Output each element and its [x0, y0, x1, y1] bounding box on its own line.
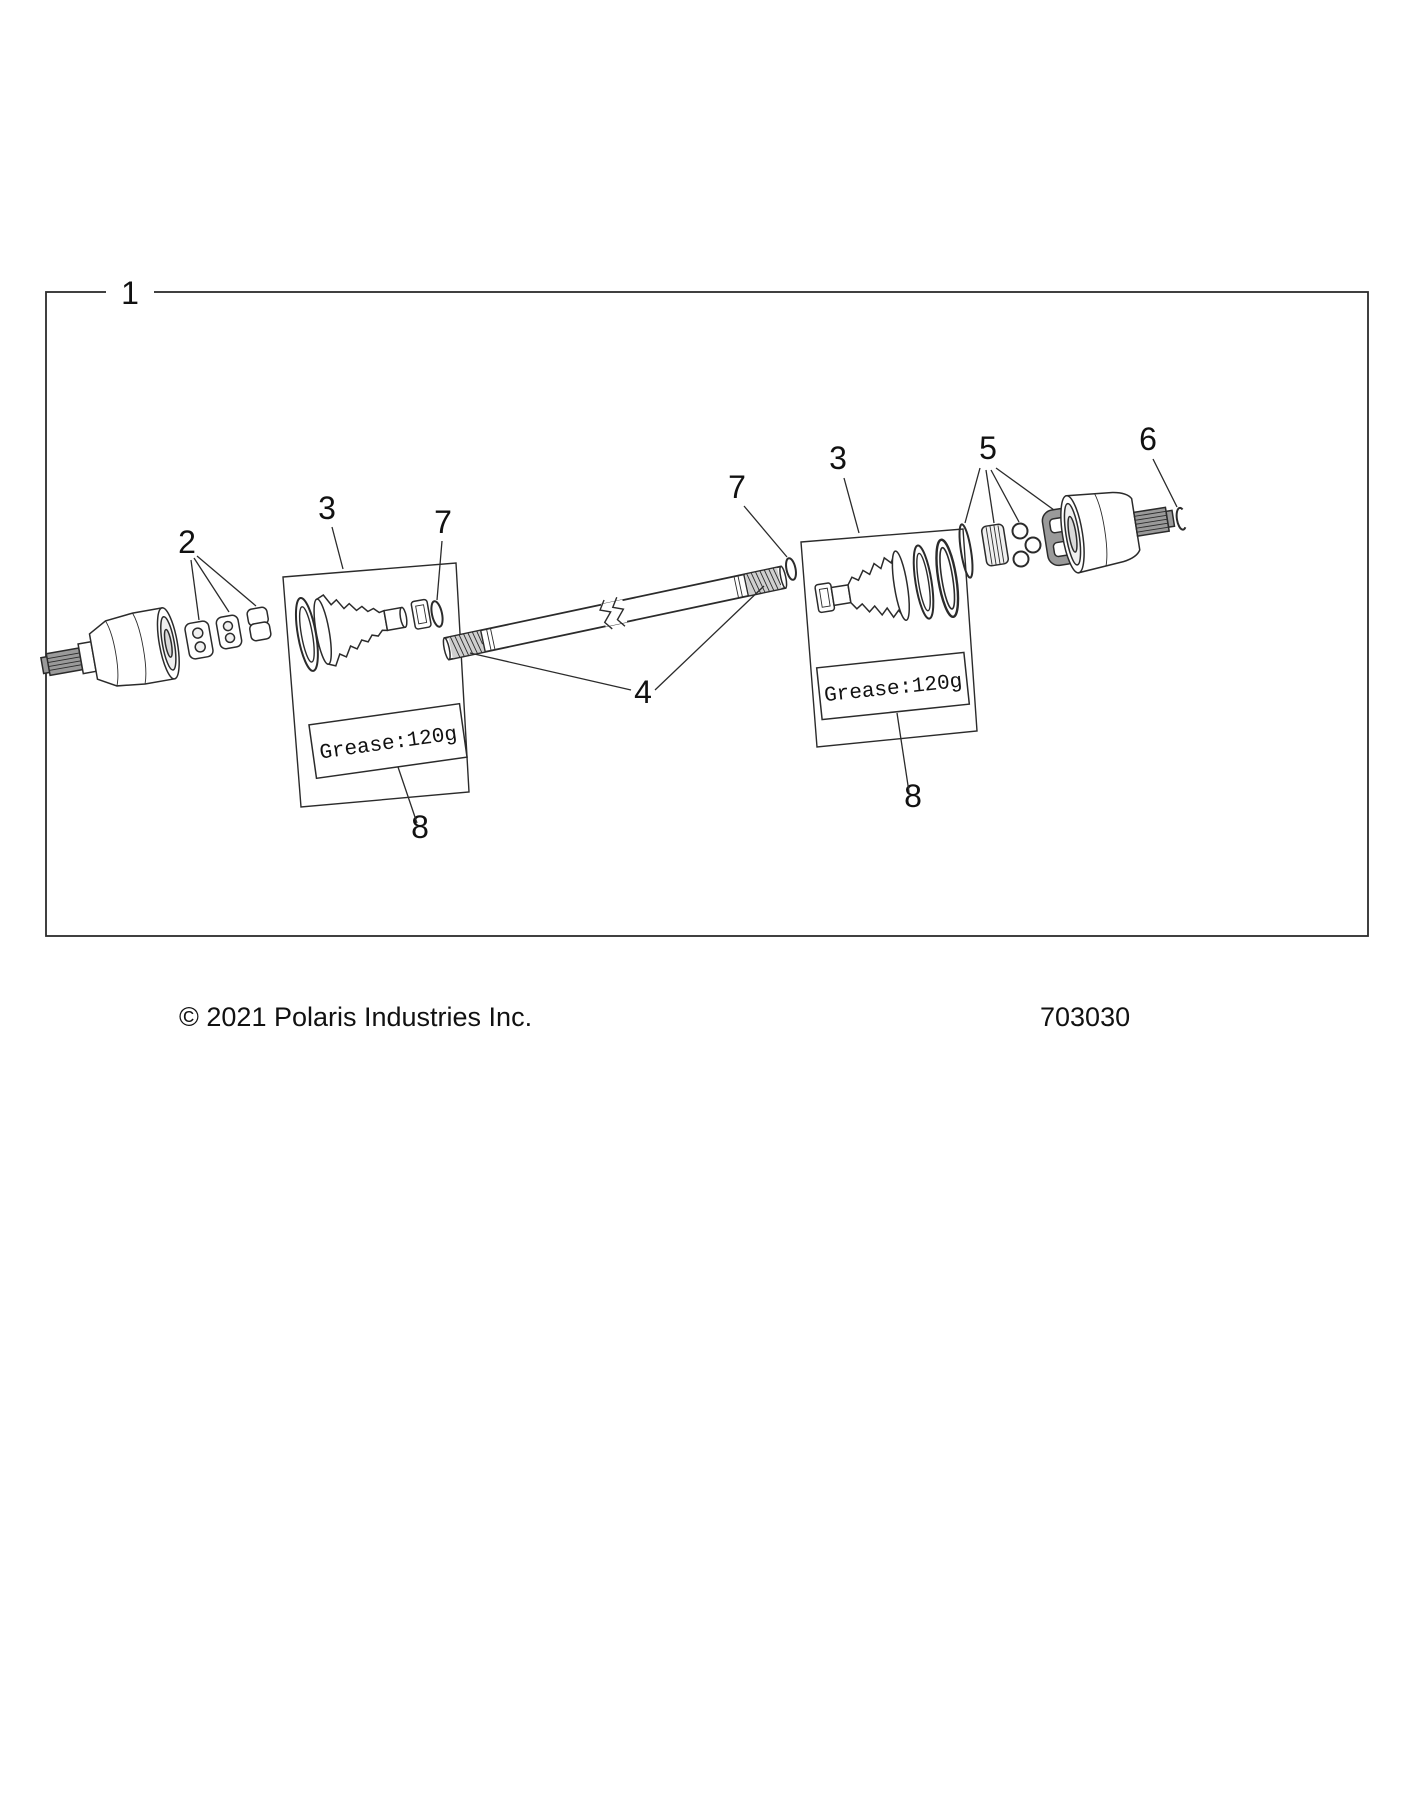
- callout-8-left: 8: [397, 766, 429, 845]
- callout-2-leader-1: [190, 559, 200, 621]
- callout-3-right-label: 3: [829, 440, 847, 476]
- callout-1-gap: [106, 275, 154, 311]
- callout-5-leader-1: [964, 467, 981, 524]
- joint-hardware-parts: [184, 606, 272, 660]
- part-number-text: 703030: [1040, 1002, 1130, 1032]
- callout-3-right: 3: [829, 440, 860, 534]
- callout-3-left: 3: [318, 490, 344, 570]
- boot-o-ring-right: [935, 538, 960, 619]
- grease-label-left-box: [308, 702, 468, 780]
- callout-2-label: 2: [178, 524, 196, 560]
- cv-boot-left: [294, 593, 432, 672]
- axle-shaft: [442, 565, 788, 661]
- bearing-ball-3: [1012, 550, 1030, 568]
- boot-clamp-band: [410, 598, 432, 630]
- callout-7-left: 7: [434, 504, 452, 601]
- callout-7-left-leader: [436, 540, 443, 601]
- callout-3-left-leader: [331, 526, 344, 570]
- callout-3-right-leader: [843, 477, 860, 534]
- snap-ring: [1175, 506, 1187, 531]
- shaft-break-mark-2: [611, 597, 626, 627]
- callout-6: 6: [1139, 421, 1178, 508]
- callout-8-right-leader: [896, 712, 910, 793]
- callout-6-label: 6: [1139, 421, 1157, 457]
- boot-kit-left: Grease:120g: [282, 562, 470, 808]
- bearing-ball-2: [1024, 536, 1042, 554]
- callout-8-right-label: 8: [904, 778, 922, 814]
- boot-collar-ring-right: [912, 544, 935, 620]
- callout-8-left-leader: [397, 766, 418, 824]
- boot-kit-left-box: [282, 562, 470, 808]
- grease-label-left: Grease:120g: [308, 702, 468, 780]
- grease-label-right: Grease:120g: [815, 651, 971, 721]
- inner-joint-housing: [1060, 491, 1176, 574]
- retaining-ring-right: [785, 557, 797, 581]
- callout-4-leader-2: [654, 585, 765, 691]
- inner-joint-components: [958, 491, 1187, 579]
- callout-7-right: 7: [728, 469, 788, 558]
- callout-1-label: 1: [121, 275, 139, 311]
- callout-5-leader-2: [985, 469, 995, 524]
- splined-hub: [980, 523, 1010, 567]
- bearing-ball-1: [1011, 522, 1029, 540]
- callout-3-left-label: 3: [318, 490, 336, 526]
- footer: © 2021 Polaris Industries Inc. 703030: [179, 1002, 1130, 1032]
- callout-5-leader-3: [990, 469, 1020, 523]
- boot-kit-right-box: [800, 528, 978, 748]
- callout-5: 5: [964, 430, 1055, 524]
- assembly-outline: [45, 291, 1369, 937]
- grease-label-right-box: [815, 651, 971, 721]
- callout-7-right-leader: [743, 505, 788, 558]
- assembly-boundary: 1: [45, 275, 1369, 937]
- bearing-balls: [1011, 522, 1042, 568]
- shaft-break-gap: [600, 599, 628, 627]
- callout-7-right-label: 7: [728, 469, 746, 505]
- callout-6-leader: [1152, 458, 1178, 508]
- callout-8-right: 8: [896, 712, 922, 814]
- callout-5-leader-4: [995, 467, 1055, 511]
- callout-4-label: 4: [634, 674, 652, 710]
- shaft-break-mark-1: [599, 599, 613, 630]
- callout-5-label: 5: [979, 430, 997, 466]
- spacer-part: [246, 606, 272, 642]
- callout-2-leader-2: [193, 557, 230, 613]
- callout-2-leader-3: [196, 555, 257, 607]
- callout-7-left-label: 7: [434, 504, 452, 540]
- outer-cv-joint: [40, 607, 180, 687]
- callout-4-leader-1: [469, 652, 632, 691]
- circlip: [958, 523, 974, 579]
- retaining-ring-left: [430, 600, 444, 628]
- cv-boot-right: [814, 538, 960, 621]
- clamp-part-b: [215, 614, 243, 650]
- clamp-part-a: [184, 620, 214, 660]
- boot-kit-right: Grease:120g: [800, 528, 978, 748]
- callout-4: 4: [469, 585, 765, 710]
- copyright-text: © 2021 Polaris Industries Inc.: [179, 1002, 532, 1032]
- callout-2: 2: [178, 524, 257, 621]
